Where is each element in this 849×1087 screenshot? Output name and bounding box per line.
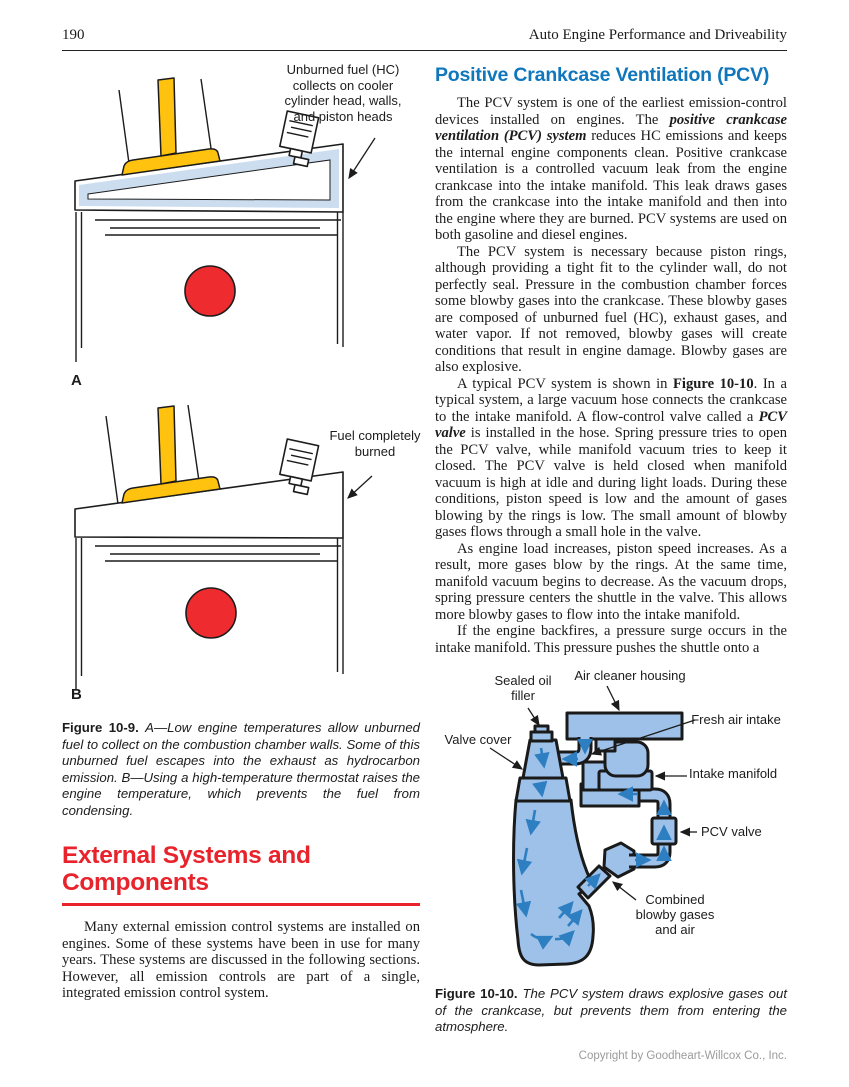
- copyright-line: Copyright by Goodheart-Willcox Co., Inc.: [578, 1050, 787, 1062]
- figure-10-9-caption-text: A—Low engine temperatures allow unburned…: [62, 720, 420, 818]
- figure-10-10-caption: Figure 10-10. The PCV system draws explo…: [435, 986, 787, 1036]
- figure-10-10-caption-label: Figure 10-10.: [435, 986, 518, 1001]
- running-head: Auto Engine Performance and Driveability: [528, 27, 787, 43]
- pcv-paragraph-5: If the engine backfires, a pressure surg…: [435, 623, 787, 656]
- figure-10-10-caption-text: The PCV system draws explosive gases out…: [435, 986, 787, 1035]
- section-heading-pcv: Positive Crankcase Ventilation (PCV): [435, 64, 770, 86]
- label-pcv-valve: PCV valve: [701, 824, 762, 839]
- pcv-paragraph-4: As engine load increases, piston speed i…: [435, 540, 787, 623]
- combustion-chamber-diagram-a: [74, 77, 376, 362]
- page-number: 190: [62, 27, 85, 43]
- label-air-cleaner-housing: Air cleaner housing: [574, 668, 686, 683]
- label-valve-cover: Valve cover: [444, 732, 512, 747]
- label-combined-blowby: Combined blowby gases and air: [635, 892, 715, 937]
- label-intake-manifold: Intake manifold: [689, 766, 778, 781]
- figure-10-9-caption-label: Figure 10-9.: [62, 720, 139, 735]
- panel-a-letter: A: [71, 372, 82, 389]
- panel-a-annotation: Unburned fuel (HC) collects on cooler cy…: [284, 62, 402, 124]
- label-sealed-oil-filler: Sealed oil filler: [494, 673, 552, 703]
- right-column: Positive Crankcase Ventilation (PCV) The…: [435, 58, 787, 1036]
- section-heading-external-systems: External Systems and Components: [62, 842, 420, 896]
- combustion-chamber-diagram-b: [74, 404, 373, 690]
- pcv-paragraph-3: A typical PCV system is shown in Figure …: [435, 375, 787, 541]
- pcv-paragraph-1: The PCV system is one of the earliest em…: [435, 95, 787, 243]
- heading-rule: [62, 902, 420, 907]
- heading-line-1: External Systems and: [62, 841, 311, 869]
- pcv-paragraph-2: The PCV system is necessary because pist…: [435, 243, 787, 376]
- figure-10-9-panel-a: Unburned fuel (HC) collects on cooler cy…: [62, 60, 420, 390]
- external-section-paragraph: Many external emission control systems a…: [62, 919, 420, 1002]
- figure-10-9-panel-b: Fuel completely burned B: [62, 396, 421, 708]
- figure-10-9-caption: Figure 10-9. A—Low engine temperatures a…: [62, 720, 420, 820]
- panel-b-letter: B: [71, 686, 82, 703]
- header-rule: [62, 50, 787, 52]
- panel-b-annotation: Fuel completely burned: [329, 428, 421, 459]
- heading-line-2: Components: [62, 868, 209, 896]
- left-column: Unburned fuel (HC) collects on cooler cy…: [62, 60, 421, 1002]
- pcv-system-diagram: [489, 685, 697, 967]
- figure-10-10-diagram: Sealed oil filler Air cleaner housing Fr…: [435, 668, 787, 974]
- label-fresh-air-intake: Fresh air intake: [691, 712, 781, 727]
